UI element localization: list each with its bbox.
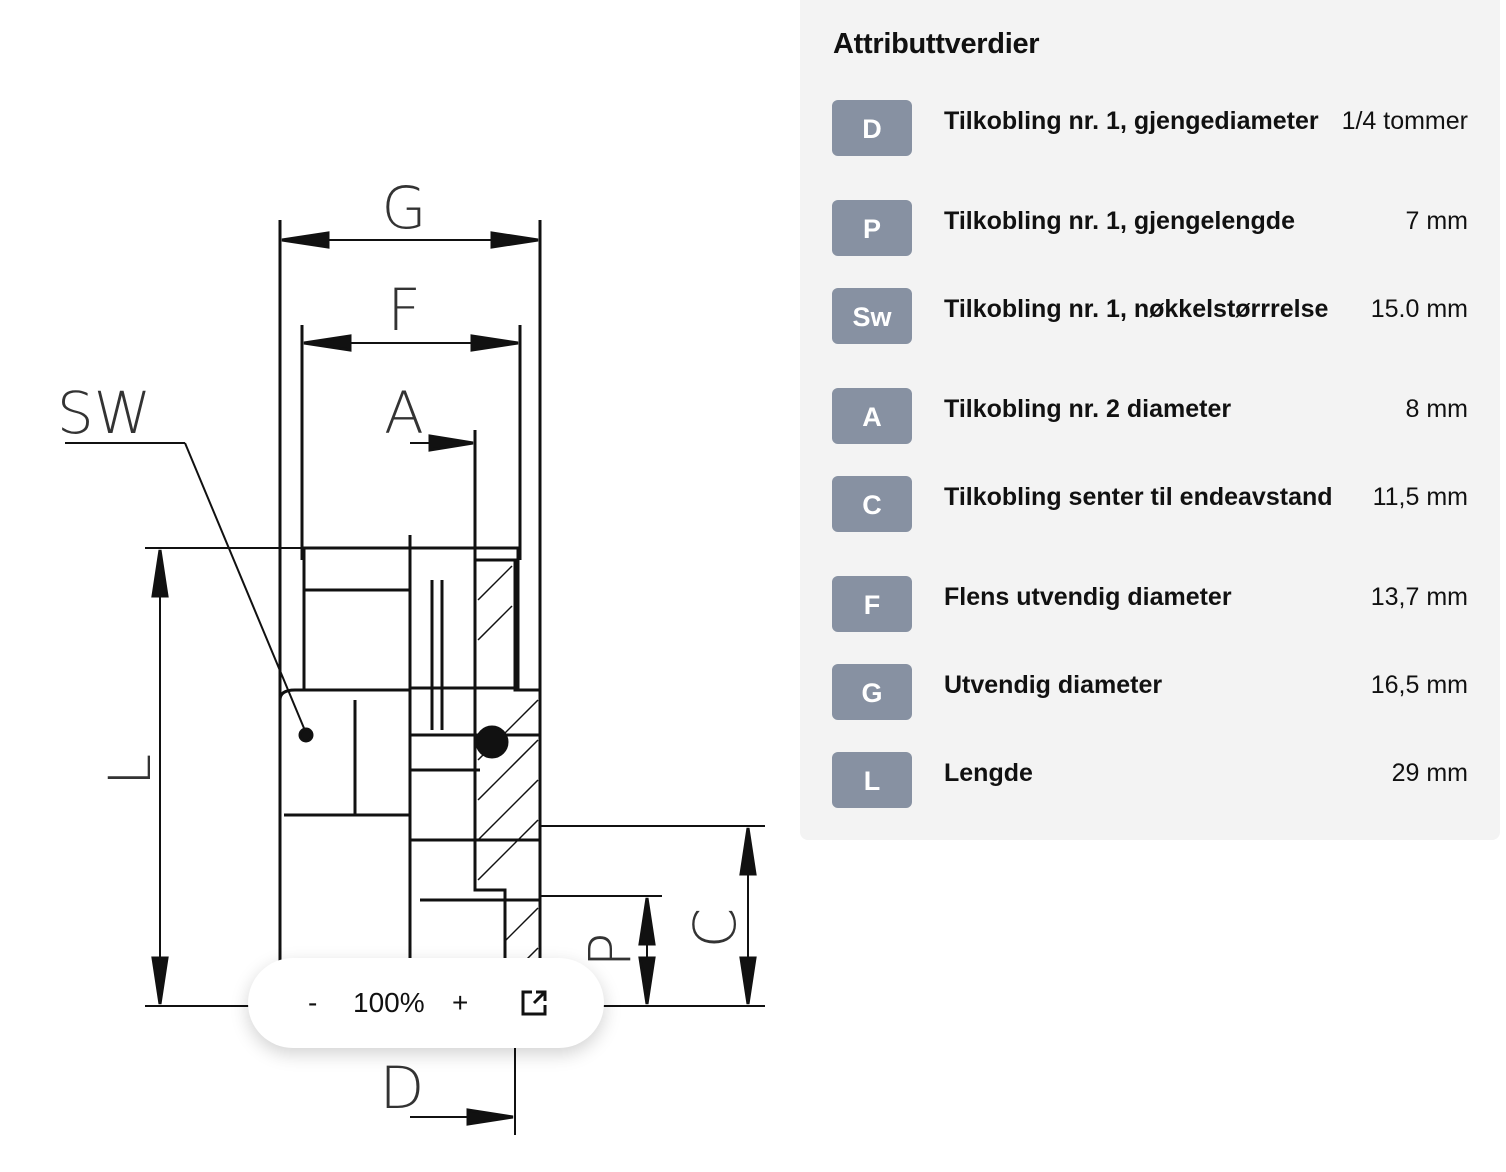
attribute-label: Tilkobling nr. 1, gjengediameter [944, 107, 1319, 135]
attribute-code-badge: F [832, 576, 912, 632]
zoom-controls: - 100% + [248, 958, 604, 1048]
dimension-label-c: C [681, 908, 749, 949]
panel-title: Attributtverdier [833, 28, 1040, 60]
attribute-value: 1/4 tommer [1341, 107, 1468, 135]
attribute-value: 11,5 mm [1372, 483, 1468, 511]
attribute-value: 7 mm [1405, 207, 1469, 235]
attribute-value: 29 mm [1391, 759, 1468, 787]
dimension-label-l: L [96, 754, 164, 786]
attribute-value: 16,5 mm [1370, 671, 1468, 699]
dimension-label-d: D [380, 1054, 425, 1122]
attributes-panel: Attributtverdier D Tilkobling nr. 1, gje… [800, 0, 1500, 840]
attribute-code-badge: C [832, 476, 912, 532]
dimension-label-p: P [576, 933, 644, 968]
zoom-out-button[interactable]: - [308, 987, 318, 1018]
attribute-code-badge: D [832, 100, 912, 156]
zoom-in-button[interactable]: + [452, 987, 469, 1018]
attribute-label: Lengde [944, 759, 1033, 787]
attribute-value: 8 mm [1405, 395, 1469, 423]
attribute-code-badge: A [832, 388, 912, 444]
attribute-label: Tilkobling nr. 1, gjengelengde [944, 207, 1295, 235]
attribute-value: 15.0 mm [1370, 295, 1468, 323]
attribute-label: Tilkobling nr. 2 diameter [944, 395, 1232, 423]
attribute-label: Tilkobling senter til endeavstand [944, 483, 1333, 511]
attribute-value: 13,7 mm [1370, 583, 1468, 611]
technical-drawing: G F A SW L P C D - 100% + [57, 174, 765, 1135]
dimension-label-sw: SW [57, 379, 151, 447]
attribute-code-badge: Sw [832, 288, 912, 344]
dimension-label-g: G [382, 174, 427, 242]
attribute-code-badge: G [832, 664, 912, 720]
dimension-label-a: A [384, 379, 424, 447]
attribute-label: Utvendig diameter [944, 671, 1163, 699]
attribute-code-badge: P [832, 200, 912, 256]
zoom-level: 100% [353, 987, 425, 1018]
attribute-label: Flens utvendig diameter [944, 583, 1232, 611]
attribute-code-badge: L [832, 752, 912, 808]
attribute-label: Tilkobling nr. 1, nøkkelstørrrelse [944, 295, 1329, 323]
dimension-label-f: F [387, 276, 420, 344]
